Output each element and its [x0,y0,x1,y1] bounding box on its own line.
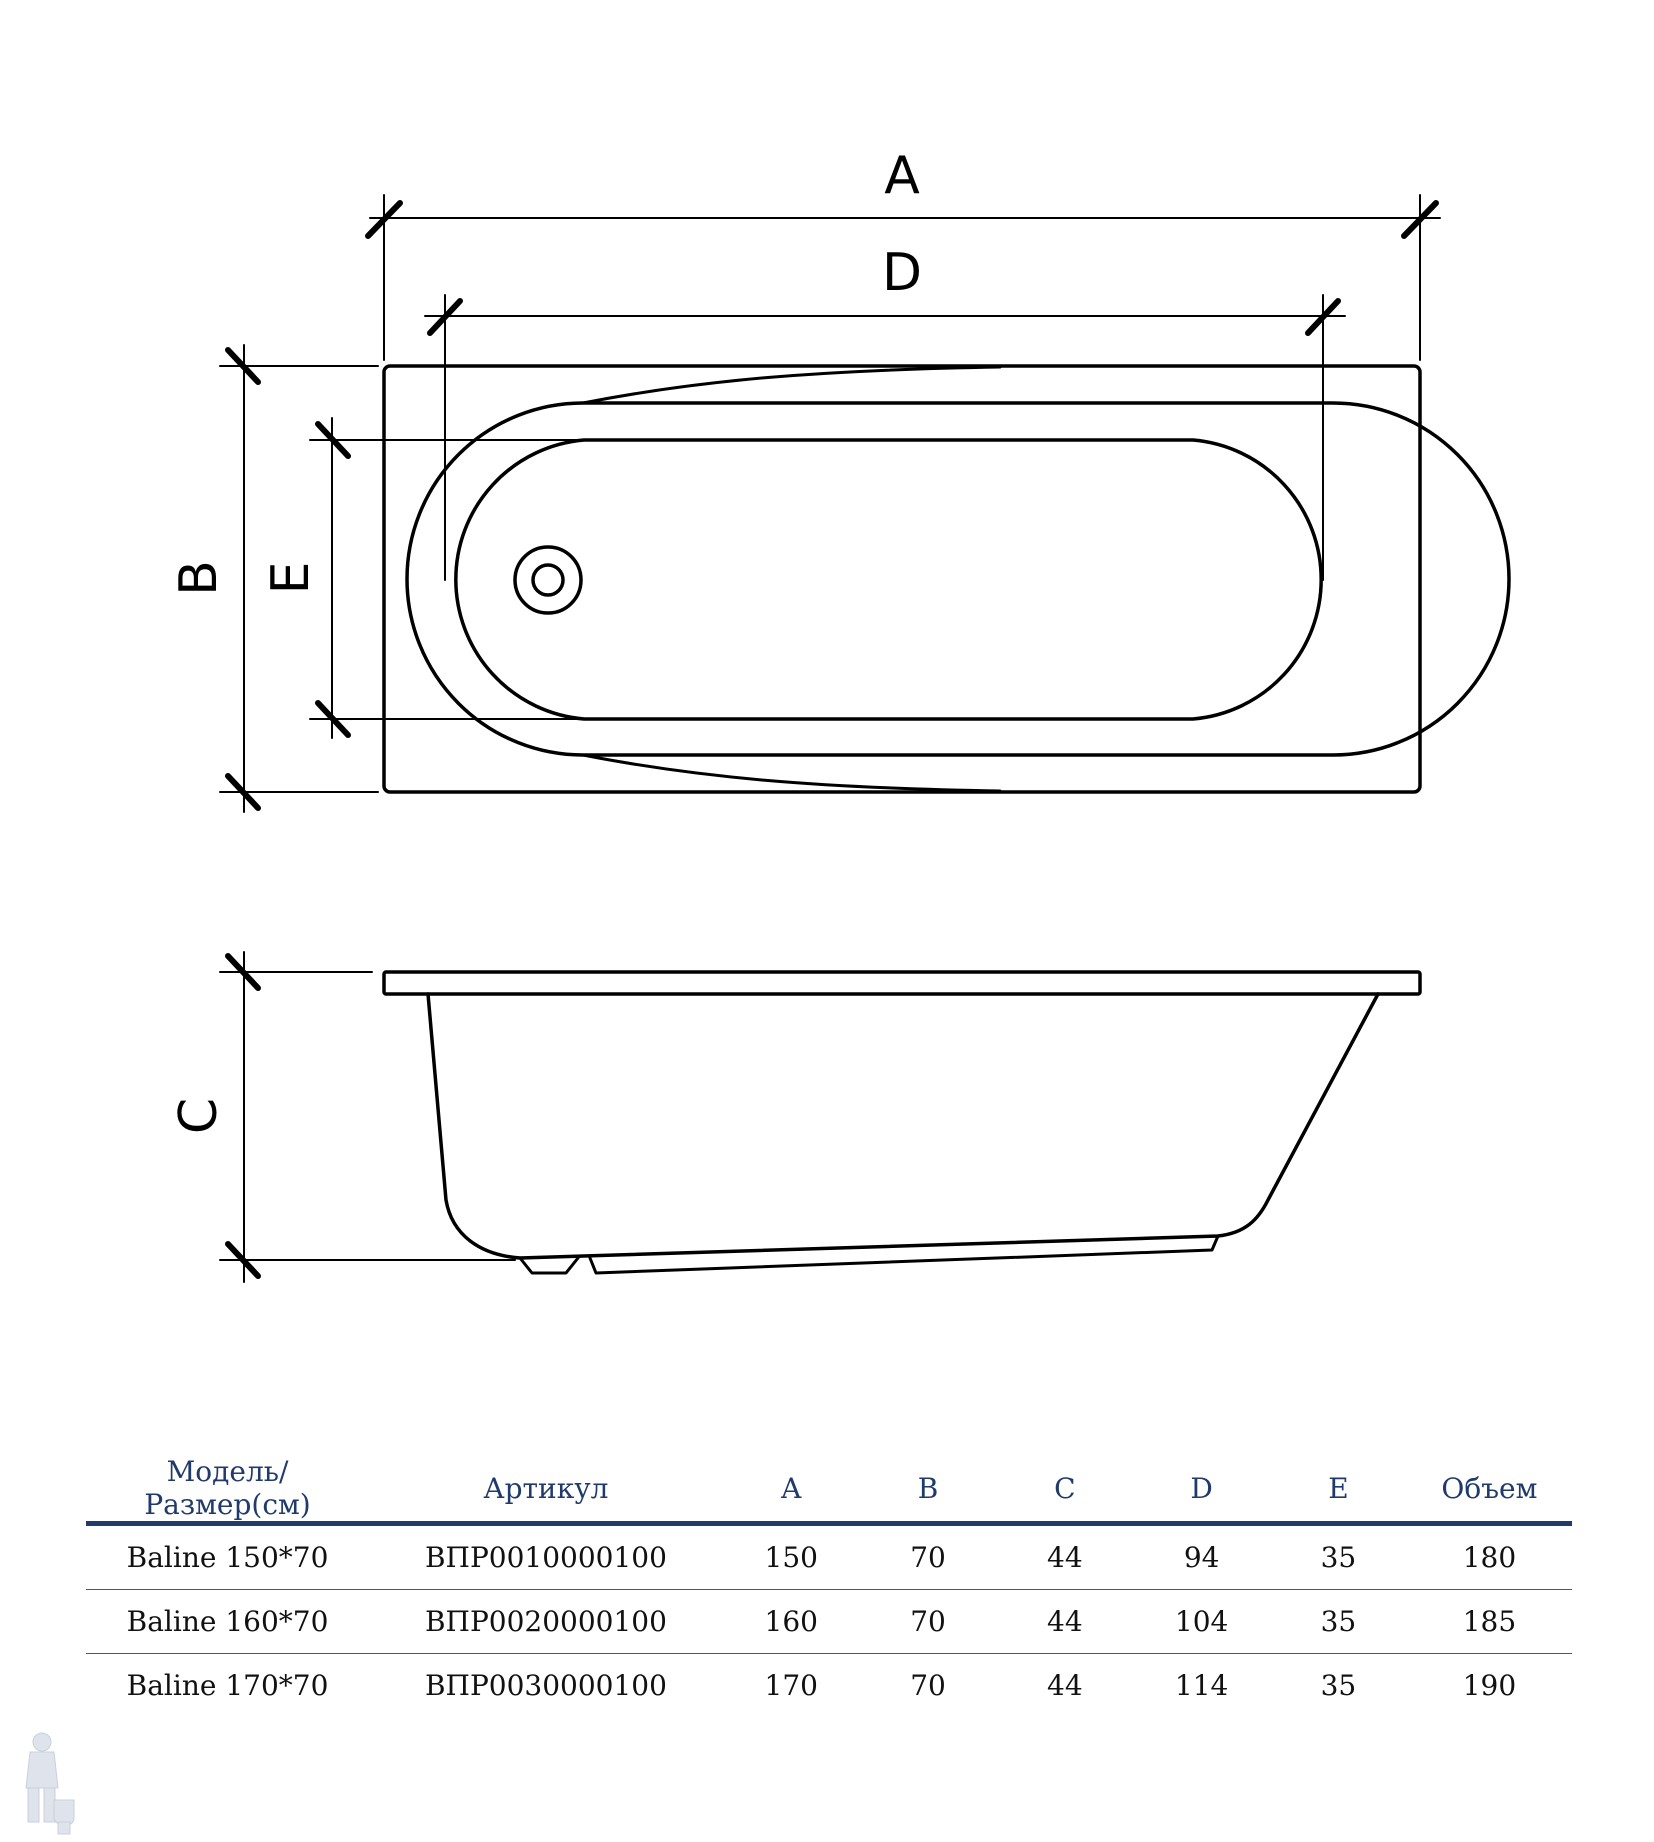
side-view [382,970,1422,1275]
cell-e: 35 [1270,1523,1407,1590]
cell-article: ВПР0020000100 [369,1589,723,1654]
cell-c: 44 [1047,1669,1083,1702]
dimension-c [219,951,516,1283]
cell-d: 104 [1133,1589,1271,1654]
cell-d: 114 [1174,1669,1229,1702]
top-view-inner-bowl [454,438,1323,721]
cell-a: 170 [764,1669,818,1702]
cell-volume: 190 [1462,1669,1517,1702]
header-article: Артикул [369,1455,723,1526]
cell-e: 35 [1270,1589,1407,1654]
header-d: D [1133,1455,1271,1526]
cell-volume: 185 [1406,1589,1572,1654]
cell-d: 94 [1133,1523,1271,1590]
top-view-rim [382,364,1422,794]
header-b: B [859,1455,997,1526]
header-volume: Объем [1406,1455,1572,1526]
plumber-mascot-icon [25,1732,75,1835]
cell-a: 160 [722,1589,860,1654]
table-row: Baline 150*70 ВПР0010000100 150 70 44 94… [86,1523,1572,1590]
header-model: Модель/Размер(см) [86,1455,370,1526]
cell-c: 44 [996,1589,1134,1654]
top-view-taper-top [581,365,1002,405]
top-view [382,364,1511,794]
cell-article: ВПР0030000100 [424,1669,667,1702]
side-view-rim [382,970,1422,996]
side-view-drain-foot [518,1256,580,1275]
table-row: Baline 160*70 ВПР0020000100 160 70 44 10… [86,1589,1572,1654]
label-e: E [261,562,321,595]
dimension-d [424,294,1346,581]
top-view-taper-bottom [581,753,1002,793]
header-c: C [996,1455,1134,1526]
label-a: A [884,146,920,206]
cell-a: 150 [722,1523,860,1590]
header-e: E [1270,1455,1407,1526]
side-view-body [426,992,1380,1260]
table-header-row: Модель/Размер(см) Артикул A B C D E Объе… [86,1455,1572,1526]
dimension-b [219,344,379,813]
cell-article: ВПР0010000100 [369,1523,723,1590]
cell-e: 35 [1320,1669,1357,1702]
table-row: Baline 170*70 ВПР0030000100 170 70 44 11… [86,1654,1572,1718]
specification-table: Модель/Размер(см) Артикул A B C D E Объе… [86,1455,1572,1717]
side-view-base-foot [588,1234,1220,1275]
label-b: B [169,560,229,596]
cell-model: Baline 150*70 [86,1523,370,1590]
label-d: D [882,243,922,303]
top-view-outer-bowl [405,401,1511,757]
drain-outer [513,545,583,615]
label-c: C [169,1098,229,1134]
drain-inner [531,563,565,597]
cell-b: 70 [910,1669,946,1702]
cell-model: Baline 170*70 [126,1669,329,1702]
watermark [1627,1735,1647,1835]
dimension-a [365,194,1441,361]
cell-c: 44 [996,1523,1134,1590]
cell-b: 70 [859,1589,997,1654]
header-a: A [722,1455,860,1526]
cell-volume: 180 [1406,1523,1572,1590]
cell-model: Baline 160*70 [86,1589,370,1654]
cell-b: 70 [859,1523,997,1590]
dimension-e [309,417,585,739]
